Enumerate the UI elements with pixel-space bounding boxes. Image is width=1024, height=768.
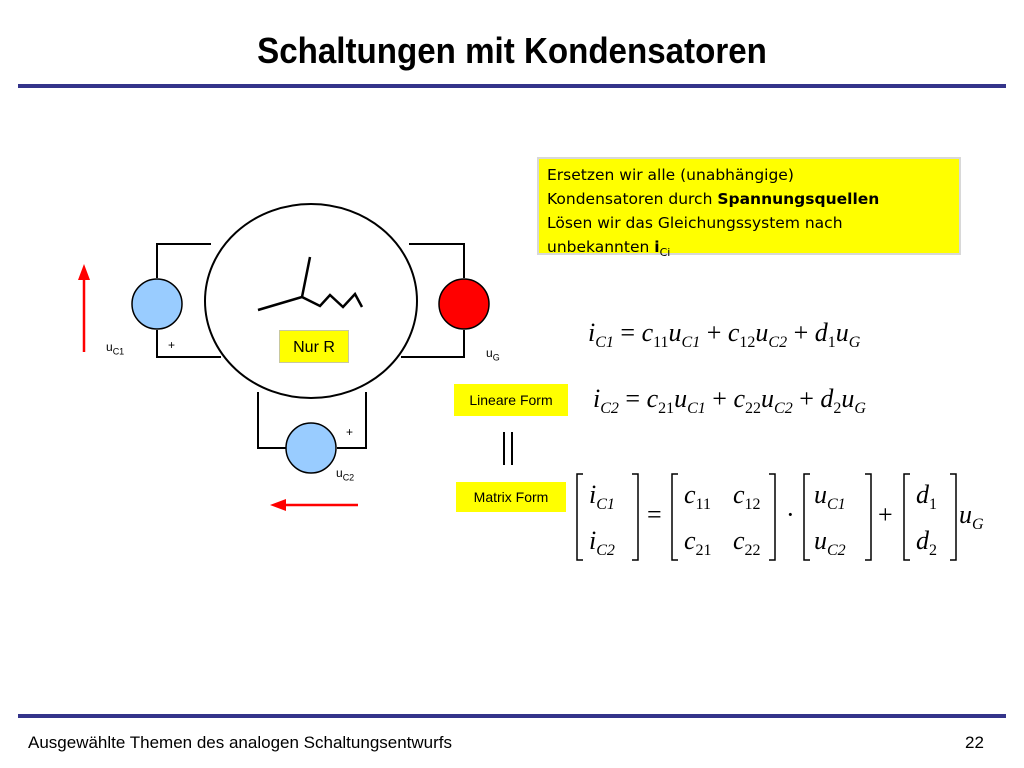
note-line-4-text: unbekannten (547, 238, 655, 256)
matrix-u-c1: uC1 (814, 480, 846, 514)
u-c2-label: uC2 (336, 466, 354, 482)
note-line-2-bold: Spannungsquellen (717, 190, 880, 208)
bottom-rule (18, 714, 1006, 718)
source-c2 (285, 422, 337, 474)
source-c1 (131, 278, 183, 330)
matrix-d2: d2 (916, 526, 937, 560)
matrix-u-c2: uC2 (814, 526, 846, 560)
resistor-network-zigzag (301, 291, 364, 309)
matrix-d1: d1 (916, 480, 937, 514)
u-c1-text: u (106, 340, 113, 354)
plus-c2-label: + (346, 425, 354, 439)
wire-c2-left (257, 392, 286, 449)
u-c2-text: u (336, 466, 343, 480)
bracket-d-left (903, 473, 910, 561)
u-c1-label: uC1 (106, 340, 124, 356)
note-line-4-sub: Ci (659, 246, 671, 260)
matrix-form-label: Matrix Form (456, 482, 566, 512)
bracket-c-left (671, 473, 678, 561)
bracket-d-right (950, 473, 957, 561)
arrow-left-head (270, 499, 286, 511)
note-line-3: Lösen wir das Gleichungssystem nach (547, 214, 843, 232)
source-g (438, 278, 490, 330)
bracket-c-right (769, 473, 776, 561)
lineare-form-label: Lineare Form (454, 384, 568, 416)
note-line-2: Kondensatoren durch Spannungsquellen (547, 187, 951, 211)
u-g-text: u (486, 346, 493, 360)
matrix-dot: · (786, 500, 795, 529)
footer-text: Ausgewählte Themen des analogen Schaltun… (28, 733, 453, 752)
u-c2-sub: C2 (342, 472, 355, 483)
matrix-c12: c12 (733, 480, 761, 514)
note-line-4-bold: i (654, 238, 660, 256)
equation-1: iC1 = c11uC1 + c12uC2 + d1uG (588, 318, 861, 352)
bracket-u-right (865, 473, 872, 561)
wire-g-bottom (401, 330, 465, 358)
plus-c1-label: + (168, 338, 176, 352)
u-g-label: uG (486, 346, 500, 362)
matrix-i-c2: iC2 (589, 526, 615, 560)
matrix-i-c1: iC1 (589, 480, 615, 514)
wire-c1-bottom (156, 330, 221, 358)
u-g-sub: G (492, 352, 500, 363)
bracket-i-left (576, 473, 583, 561)
note-line-2-text: Kondensatoren durch (547, 190, 718, 208)
wire-g (409, 243, 465, 278)
bracket-i-right (632, 473, 639, 561)
top-rule (18, 84, 1006, 88)
matrix-c11: c11 (684, 480, 711, 514)
arrow-up-head (78, 264, 90, 280)
u-c1-sub: C1 (112, 346, 125, 357)
slide-title: Schaltungen mit Kondensatoren (257, 30, 767, 71)
matrix-equals: = (647, 500, 662, 529)
wire-c2-right (337, 392, 367, 449)
matrix-c21: c21 (684, 526, 712, 560)
bracket-u-left (803, 473, 810, 561)
note-line-4: unbekannten iCi (547, 235, 951, 265)
explanation-note: Ersetzen wir alle (unabhängige) Kondensa… (537, 157, 961, 259)
matrix-plus: + (878, 500, 893, 529)
page-number: 22 (965, 733, 984, 752)
matrix-c22: c22 (733, 526, 761, 560)
wire-c1 (156, 243, 211, 278)
nur-r-label: Nur R (279, 330, 349, 363)
matrix-u-g: uG (959, 500, 984, 534)
note-line-1: Ersetzen wir alle (unabhängige) (547, 166, 794, 184)
equation-2: iC2 = c21uC1 + c22uC2 + d2uG (593, 384, 866, 418)
